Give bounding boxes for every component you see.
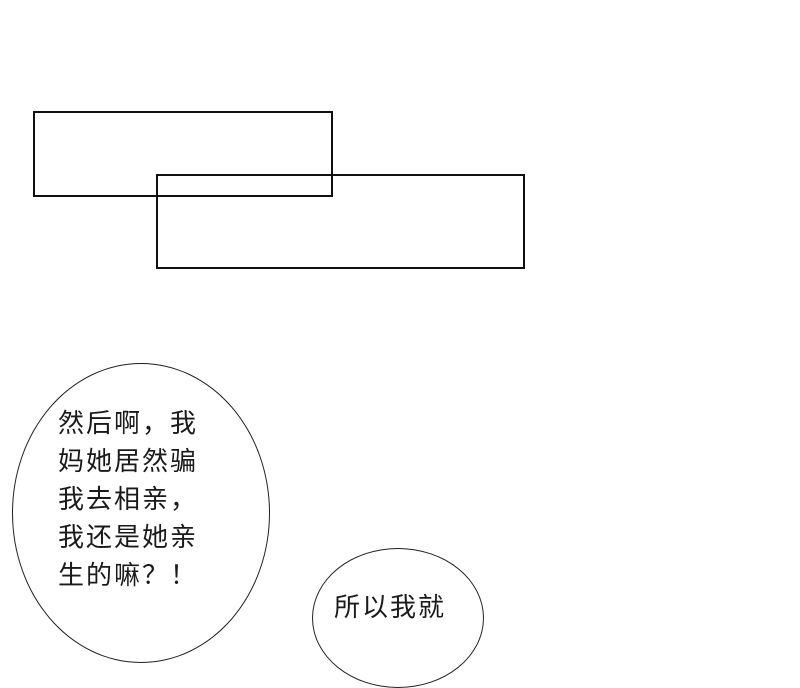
speech-line: 所以我就 [334,593,447,623]
panel-frame-upper-left [33,111,333,197]
speech-line: 我去相亲， [58,485,199,515]
panel-frame-lower-right [156,174,525,269]
speech-line: 生的嘛？！ [58,561,199,591]
speech-line: 妈她居然骗 [58,447,199,477]
speech-line: 我还是她亲 [58,523,199,553]
speech-line: 然后啊，我 [58,409,199,439]
